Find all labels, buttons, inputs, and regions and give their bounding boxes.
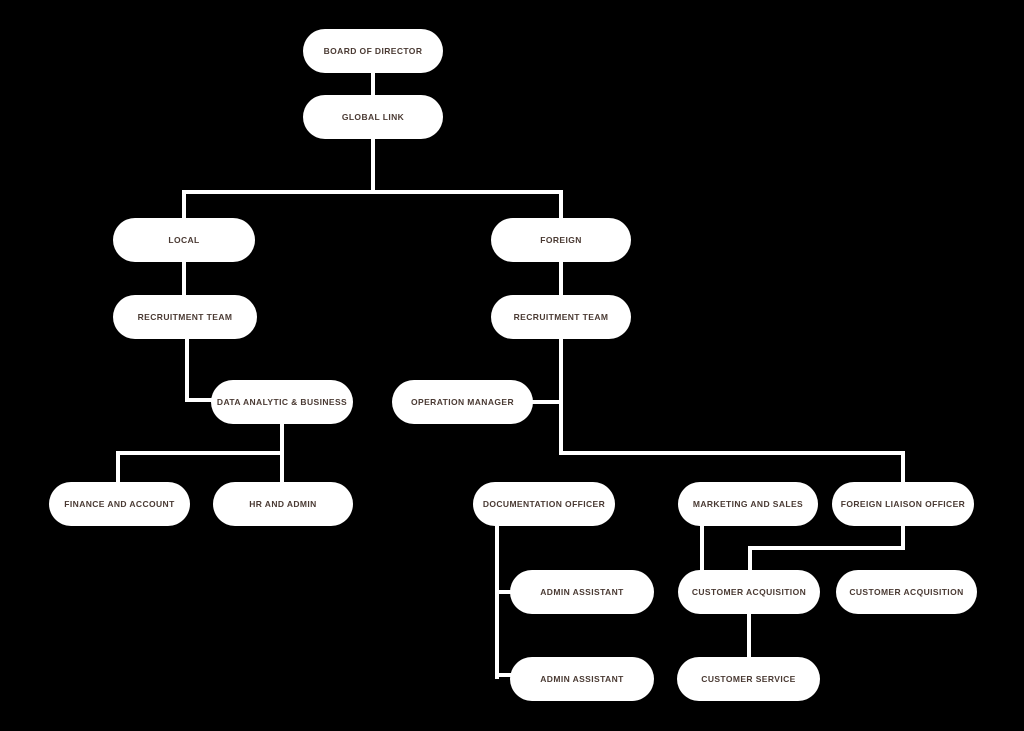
node-marketing-and-sales: MARKETING AND SALES: [678, 482, 818, 526]
connector-documentation-down: [495, 524, 499, 679]
node-label: FOREIGN: [540, 235, 582, 245]
connector-liaison-down: [901, 524, 905, 550]
connector-marketing-down: [700, 524, 704, 572]
connector-to-admin-assistant-2: [495, 673, 513, 677]
connector-to-finance: [116, 453, 120, 484]
connector-to-hr-admin: [280, 453, 284, 484]
node-admin-assistant-2: ADMIN ASSISTANT: [510, 657, 654, 701]
connector-elbow-to-data-analytic: [185, 398, 215, 402]
node-global-link: GLOBAL LINK: [303, 95, 443, 139]
node-customer-service: CUSTOMER SERVICE: [677, 657, 820, 701]
node-hr-and-admin: HR AND ADMIN: [213, 482, 353, 526]
node-label: RECRUITMENT TEAM: [137, 312, 233, 322]
node-customer-acquisition-1: CUSTOMER ACQUISITION: [678, 570, 820, 614]
node-label: DATA ANALYTIC & BUSINESS: [216, 397, 348, 407]
node-label: CUSTOMER ACQUISITION: [849, 587, 964, 597]
node-recruitment-team-local: RECRUITMENT TEAM: [113, 295, 257, 339]
node-label: FINANCE AND ACCOUNT: [64, 499, 175, 509]
node-label: HR AND ADMIN: [249, 499, 317, 509]
node-board-of-director: BOARD OF DIRECTOR: [303, 29, 443, 73]
connector-acquisition-service: [747, 612, 751, 659]
node-admin-assistant-1: ADMIN ASSISTANT: [510, 570, 654, 614]
node-label: CUSTOMER ACQUISITION: [691, 587, 807, 597]
connector-to-admin-assistant-1: [495, 590, 513, 594]
node-label: DOCUMENTATION OFFICER: [482, 499, 606, 509]
node-label: MARKETING AND SALES: [692, 499, 804, 509]
node-recruitment-team-foreign: RECRUITMENT TEAM: [491, 295, 631, 339]
node-label: LOCAL: [168, 235, 200, 245]
node-label: GLOBAL LINK: [341, 112, 405, 122]
connector-data-children-horizontal: [116, 451, 284, 455]
connector-to-foreign-liaison: [901, 453, 905, 484]
node-data-analytic-business: DATA ANALYTIC & BUSINESS: [211, 380, 353, 424]
connector-to-customer-acquisition: [748, 548, 752, 572]
connector-recruitment-elbow-vertical: [185, 337, 189, 402]
node-label: RECRUITMENT TEAM: [513, 312, 609, 322]
connector-recruitment-foreign-down: [559, 337, 563, 455]
node-label: ADMIN ASSISTANT: [540, 587, 624, 597]
node-label: CUSTOMER SERVICE: [701, 674, 796, 684]
node-label: BOARD OF DIRECTOR: [323, 46, 423, 56]
connector-right-horizontal: [559, 451, 905, 455]
connector-operation-manager-stub: [530, 400, 561, 404]
node-documentation-officer: DOCUMENTATION OFFICER: [473, 482, 615, 526]
connector-local-recruitment: [182, 260, 186, 297]
connector-split-to-foreign: [559, 192, 563, 220]
connector-split-to-local: [182, 192, 186, 220]
connector-board-global: [371, 71, 375, 97]
node-foreign-liaison-officer: FOREIGN LIAISON OFFICER: [832, 482, 974, 526]
connector-liaison-acquisition-horizontal: [748, 546, 905, 550]
node-label: ADMIN ASSISTANT: [540, 674, 624, 684]
connector-foreign-recruitment: [559, 260, 563, 297]
connector-data-analytic-down: [280, 422, 284, 455]
connector-global-down: [371, 137, 375, 194]
node-label: OPERATION MANAGER: [411, 397, 514, 407]
node-local: LOCAL: [113, 218, 255, 262]
connector-split-horizontal: [182, 190, 563, 194]
node-customer-acquisition-2: CUSTOMER ACQUISITION: [836, 570, 977, 614]
node-label: FOREIGN LIAISON OFFICER: [840, 499, 966, 509]
node-operation-manager: OPERATION MANAGER: [392, 380, 533, 424]
node-finance-and-account: FINANCE AND ACCOUNT: [49, 482, 190, 526]
node-foreign: FOREIGN: [491, 218, 631, 262]
